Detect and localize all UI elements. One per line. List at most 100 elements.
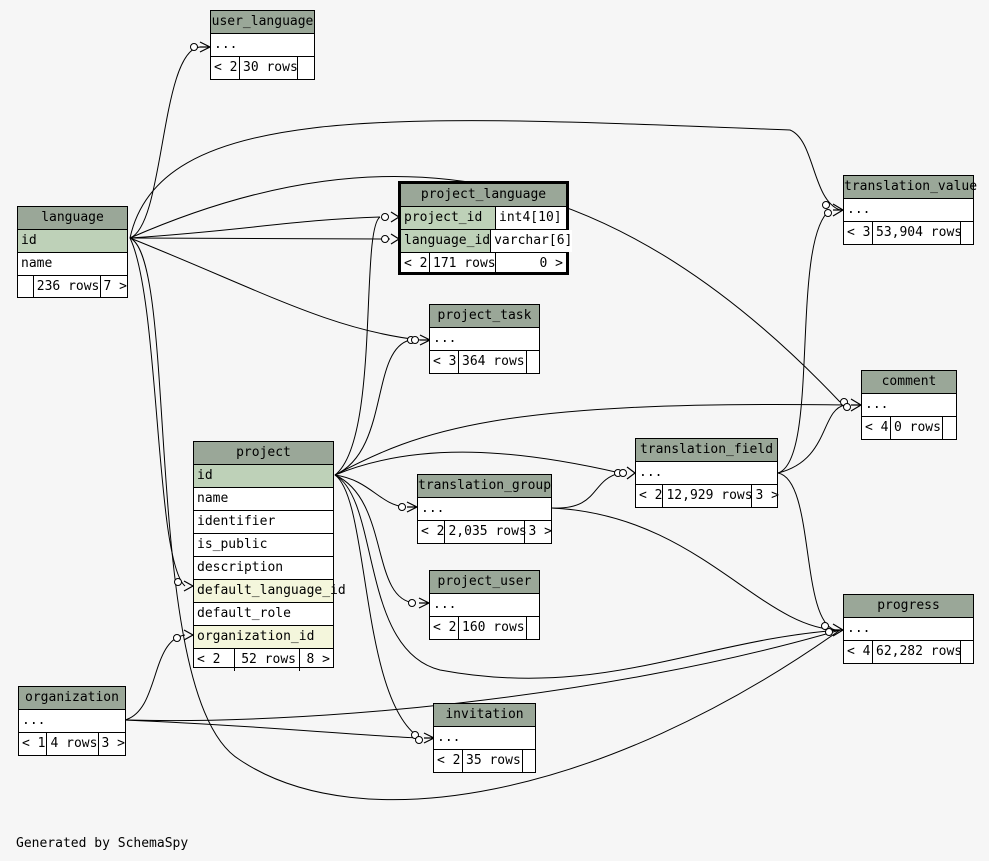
- edge-tfield-tvalue: [777, 209, 831, 474]
- table-project[interactable]: project id name identifier is_public des…: [193, 441, 346, 671]
- column-row-pk: language_id varchar[6]: [401, 230, 573, 253]
- table-title[interactable]: user_language: [211, 11, 314, 34]
- table-language[interactable]: language id name 236 rows 7 >: [17, 206, 128, 298]
- parents-link[interactable]: < 1: [22, 736, 46, 751]
- edge-language-project-default: [129, 237, 186, 587]
- table-comment[interactable]: comment ... < 4 0 rows: [861, 370, 957, 440]
- column-type: int4[10]: [495, 207, 566, 229]
- column-row: ...: [434, 727, 535, 750]
- children-link[interactable]: 8 >: [299, 649, 333, 671]
- row-count: 171 rows: [429, 253, 496, 275]
- children-link[interactable]: [297, 57, 314, 79]
- table-organization[interactable]: organization ... < 1 4 rows 3 >: [18, 686, 126, 756]
- table-title[interactable]: progress: [844, 595, 973, 618]
- children-link[interactable]: [942, 417, 956, 439]
- column-row: name: [18, 253, 127, 276]
- parents-link[interactable]: < 2: [197, 652, 221, 667]
- table-footer: < 2 35 rows: [434, 750, 535, 772]
- crowfoot-project-default: [183, 580, 195, 592]
- children-link[interactable]: [960, 641, 973, 663]
- column-name: project_id: [404, 210, 483, 225]
- column-row: ...: [862, 394, 956, 417]
- parents-link[interactable]: < 2: [437, 753, 461, 768]
- table-title[interactable]: organization: [19, 687, 125, 710]
- row-count: 364 rows: [458, 351, 526, 373]
- parents-link[interactable]: < 2: [433, 620, 457, 635]
- children-link[interactable]: 3 >: [524, 521, 552, 543]
- endpoint-comment-2: [843, 403, 851, 411]
- children-link[interactable]: [522, 750, 535, 772]
- table-footer: < 4 0 rows: [862, 417, 956, 439]
- table-footer: < 2 12,929 rows 3 >: [636, 485, 779, 507]
- row-count: 12,929 rows: [662, 485, 753, 507]
- edge-project-project_task: [334, 339, 411, 476]
- edge-tgroup-progress: [551, 507, 841, 631]
- children-link[interactable]: 0 >: [495, 253, 566, 275]
- children-link[interactable]: [526, 617, 539, 639]
- parents-link[interactable]: < 2: [639, 488, 663, 503]
- column-row-pk: id: [18, 230, 127, 253]
- table-title[interactable]: language: [18, 207, 127, 230]
- row-count: 35 rows: [462, 750, 522, 772]
- column-row: ...: [211, 34, 314, 57]
- table-project_user[interactable]: project_user ... < 2 160 rows: [429, 570, 540, 640]
- table-user_language[interactable]: user_language ... < 2 30 rows: [210, 10, 315, 80]
- endpoint-project_task-2: [411, 336, 419, 344]
- children-link[interactable]: 3 >: [751, 485, 779, 507]
- column-row: ...: [844, 618, 973, 641]
- parents-link[interactable]: < 4: [865, 420, 889, 435]
- table-invitation[interactable]: invitation ... < 2 35 rows: [433, 703, 536, 773]
- children-link[interactable]: 3 >: [97, 733, 125, 755]
- table-title[interactable]: translation_field: [636, 439, 777, 462]
- column-row: is_public: [194, 534, 333, 557]
- column-row: identifier: [194, 511, 333, 534]
- column-row: ...: [636, 462, 777, 485]
- edge-language-translation_value: [129, 120, 841, 239]
- parents-link[interactable]: < 4: [847, 644, 871, 659]
- table-title[interactable]: project_language: [401, 184, 566, 207]
- children-link[interactable]: [526, 351, 539, 373]
- table-translation_field[interactable]: translation_field ... < 2 12,929 rows 3 …: [635, 438, 779, 508]
- row-count: 30 rows: [239, 57, 298, 79]
- edge-language-project_language-2: [129, 216, 381, 239]
- table-footer: < 4 62,282 rows: [844, 641, 973, 663]
- edge-tfield-progress: [777, 472, 836, 631]
- table-title[interactable]: comment: [862, 371, 956, 394]
- table-translation_value[interactable]: translation_value ... < 3 53,904 rows: [843, 175, 977, 245]
- endpoint-progress-2: [825, 628, 833, 636]
- parents-link[interactable]: < 3: [433, 354, 457, 369]
- crowfoot-translation_group: [406, 501, 419, 513]
- parents-link[interactable]: < 2: [404, 256, 428, 271]
- endpoint-project-default: [174, 578, 182, 586]
- table-title[interactable]: project: [194, 442, 333, 465]
- row-count: 2,035 rows: [444, 521, 527, 543]
- parents-link[interactable]: [18, 276, 33, 298]
- crowfoot-translation_field: [626, 466, 636, 480]
- table-translation_group[interactable]: translation_group ... < 2 2,035 rows 3 >: [417, 474, 552, 544]
- table-title[interactable]: project_task: [430, 305, 539, 328]
- children-link[interactable]: [960, 222, 973, 244]
- parents-link[interactable]: < 2: [214, 60, 238, 75]
- table-project_language[interactable]: project_language project_id int4[10] lan…: [398, 181, 573, 275]
- edge-language-project_language-1: [129, 237, 391, 240]
- endpoint-invitation-2: [415, 736, 423, 744]
- table-title[interactable]: translation_value: [844, 176, 977, 199]
- edge-organization-project: [124, 634, 186, 721]
- column-row: default_role: [194, 603, 333, 626]
- parents-link[interactable]: < 2: [421, 524, 445, 539]
- endpoint-translation_value-1: [822, 201, 830, 209]
- table-project_task[interactable]: project_task ... < 3 364 rows: [429, 304, 540, 374]
- edge-language-project_task: [129, 237, 421, 341]
- table-title[interactable]: invitation: [434, 704, 535, 727]
- table-title[interactable]: project_user: [430, 571, 539, 594]
- column-row: ...: [418, 498, 551, 521]
- column-row: ...: [19, 710, 125, 733]
- row-count: 0 rows: [890, 417, 942, 439]
- endpoint-project_language-2: [381, 235, 389, 243]
- table-progress[interactable]: progress ... < 4 62,282 rows: [843, 594, 974, 664]
- children-link[interactable]: 7 >: [99, 276, 127, 298]
- parents-link[interactable]: < 3: [847, 225, 871, 240]
- table-title[interactable]: translation_group: [418, 475, 551, 498]
- edge-project-project_user: [334, 474, 416, 604]
- column-row: ...: [844, 199, 973, 222]
